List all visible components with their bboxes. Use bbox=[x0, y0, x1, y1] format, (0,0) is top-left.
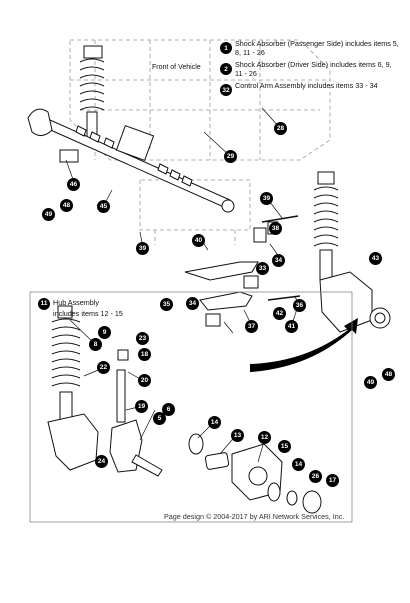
copyright-footer: Page design © 2004-2017 by ARI Network S… bbox=[164, 512, 345, 521]
legend-item: 1 Shock Absorber (Passenger Side) includ… bbox=[220, 39, 400, 57]
callout-48[interactable]: 48 bbox=[60, 199, 73, 212]
callout-20[interactable]: 20 bbox=[138, 374, 151, 387]
callout-22[interactable]: 22 bbox=[97, 361, 110, 374]
callout-6[interactable]: 6 bbox=[162, 403, 175, 416]
hub-inset-frame bbox=[29, 291, 353, 523]
callout-5[interactable]: 5 bbox=[153, 412, 166, 425]
callout-15[interactable]: 15 bbox=[278, 440, 291, 453]
control-arm-assembly-art bbox=[184, 215, 301, 327]
callout-19[interactable]: 19 bbox=[135, 400, 148, 413]
callout-24[interactable]: 24 bbox=[95, 455, 108, 468]
callout-18[interactable]: 18 bbox=[138, 348, 151, 361]
inset-hub-parts bbox=[188, 433, 322, 514]
callout-41[interactable]: 41 bbox=[285, 320, 298, 333]
inset-spindle-parts bbox=[109, 349, 163, 477]
callout-26[interactable]: 26 bbox=[309, 470, 322, 483]
callout-43[interactable]: 43 bbox=[369, 252, 382, 265]
callout-42[interactable]: 42 bbox=[273, 307, 286, 320]
pointer-arrow bbox=[250, 318, 358, 372]
hub-assembly-subtitle: includes items 12 - 15 bbox=[53, 309, 123, 318]
callout-49[interactable]: 49 bbox=[42, 208, 55, 221]
inset-shock bbox=[47, 305, 99, 471]
front-of-vehicle-label: Front of Vehicle bbox=[152, 64, 201, 71]
hub-assembly-title: 11 Hub Assembly includes items 12 - 15 bbox=[38, 296, 123, 318]
legend-text: Shock Absorber (Passenger Side) includes… bbox=[235, 39, 399, 57]
legend-item: 2 Shock Absorber (Driver Side) includes … bbox=[220, 60, 400, 78]
steering-rack bbox=[27, 108, 235, 213]
callout-34-top[interactable]: 34 bbox=[272, 254, 285, 267]
chassis-frame bbox=[69, 39, 331, 245]
callout-40[interactable]: 40 bbox=[192, 234, 205, 247]
legend: 1 Shock Absorber (Passenger Side) includ… bbox=[220, 39, 400, 100]
callout-28[interactable]: 28 bbox=[274, 122, 287, 135]
callout-14-top[interactable]: 14 bbox=[208, 416, 221, 429]
legend-number: 1 bbox=[220, 42, 232, 54]
callout-46[interactable]: 46 bbox=[67, 178, 80, 191]
hub-assembly-name: Hub Assembly bbox=[53, 297, 99, 307]
callout-39-top[interactable]: 39 bbox=[260, 192, 273, 205]
right-shock bbox=[313, 171, 391, 333]
callout-35[interactable]: 35 bbox=[160, 298, 173, 311]
callout-34-bottom[interactable]: 34 bbox=[186, 297, 199, 310]
callout-29[interactable]: 29 bbox=[224, 150, 237, 163]
callout-14-bottom[interactable]: 14 bbox=[292, 458, 305, 471]
callout-39-bottom[interactable]: 39 bbox=[136, 242, 149, 255]
callout-48-right[interactable]: 48 bbox=[382, 368, 395, 381]
callout-45[interactable]: 45 bbox=[97, 200, 110, 213]
front-shock-top bbox=[79, 45, 105, 141]
callout-12[interactable]: 12 bbox=[258, 431, 271, 444]
legend-text: Control Arm Assembly includes items 33 -… bbox=[235, 81, 378, 91]
legend-number: 2 bbox=[220, 63, 232, 76]
callout-37[interactable]: 37 bbox=[245, 320, 258, 333]
legend-item: 32 Control Arm Assembly includes items 3… bbox=[220, 81, 400, 97]
legend-text: Shock Absorber (Driver Side) includes it… bbox=[235, 60, 392, 78]
callout-49-right[interactable]: 49 bbox=[364, 376, 377, 389]
callout-36[interactable]: 36 bbox=[293, 299, 306, 312]
callout-9[interactable]: 9 bbox=[98, 326, 111, 339]
callout-17[interactable]: 17 bbox=[326, 474, 339, 487]
callout-23[interactable]: 23 bbox=[136, 332, 149, 345]
callout-8[interactable]: 8 bbox=[89, 338, 102, 351]
callout-33[interactable]: 33 bbox=[256, 262, 269, 275]
callout-13[interactable]: 13 bbox=[231, 429, 244, 442]
hub-assembly-number: 11 bbox=[38, 298, 50, 310]
callout-38[interactable]: 38 bbox=[269, 222, 282, 235]
legend-number: 32 bbox=[220, 84, 232, 97]
